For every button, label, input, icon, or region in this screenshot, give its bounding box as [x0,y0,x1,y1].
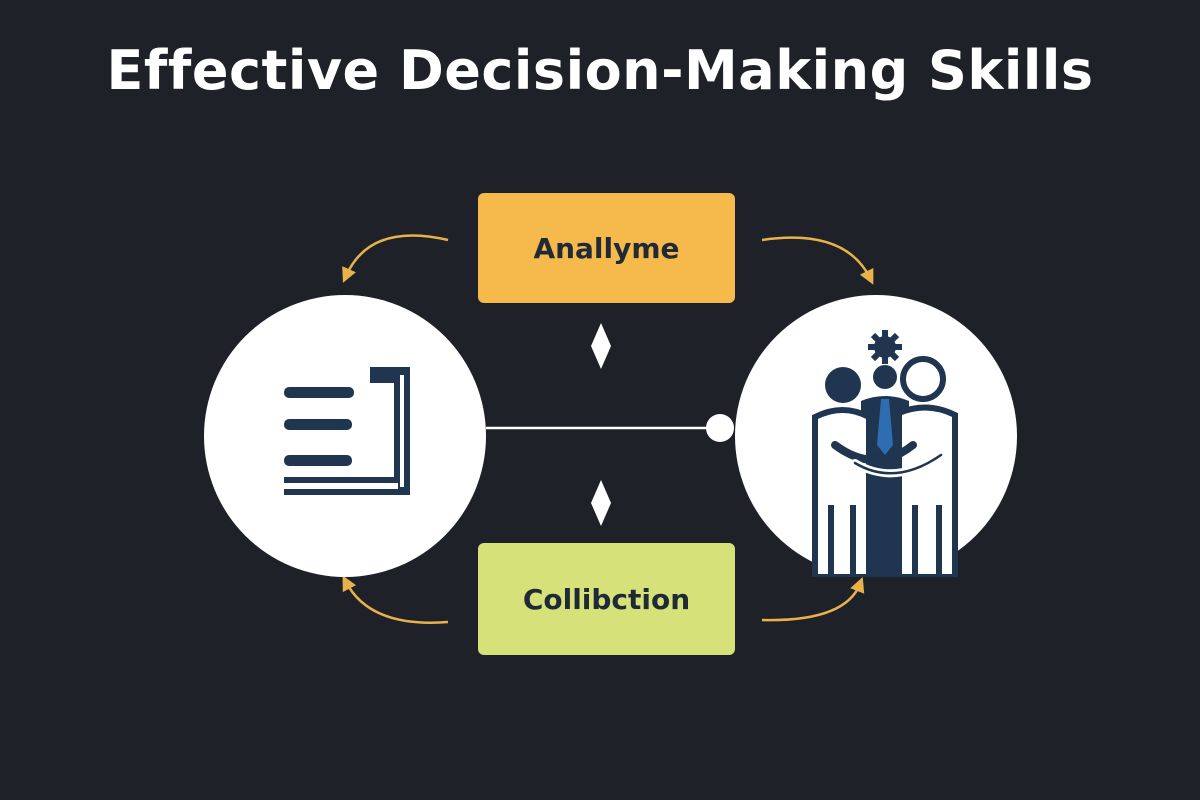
curved-arrow-top-left [342,234,449,283]
page-title: Effective Decision-Making Skills [106,39,1094,102]
diamond-marker-top [591,323,611,369]
collection-box-label: Collibction [522,582,691,616]
curved-arrow-bottom-right [761,577,865,622]
team-collaboration-icon [812,330,958,580]
curved-arrow-top-right [761,236,874,285]
connector-dot [706,414,734,442]
document-lines-icon [284,367,410,495]
diamond-marker-bottom [591,480,611,526]
right-circle-node [735,295,1017,580]
gear-icon [868,330,902,364]
curved-arrow-bottom-left [342,575,449,624]
left-circle-node [204,295,486,577]
analyze-box: Anallyme [478,193,735,303]
collection-box: Collibction [478,543,735,655]
analyze-box-label: Anallyme [533,231,680,265]
